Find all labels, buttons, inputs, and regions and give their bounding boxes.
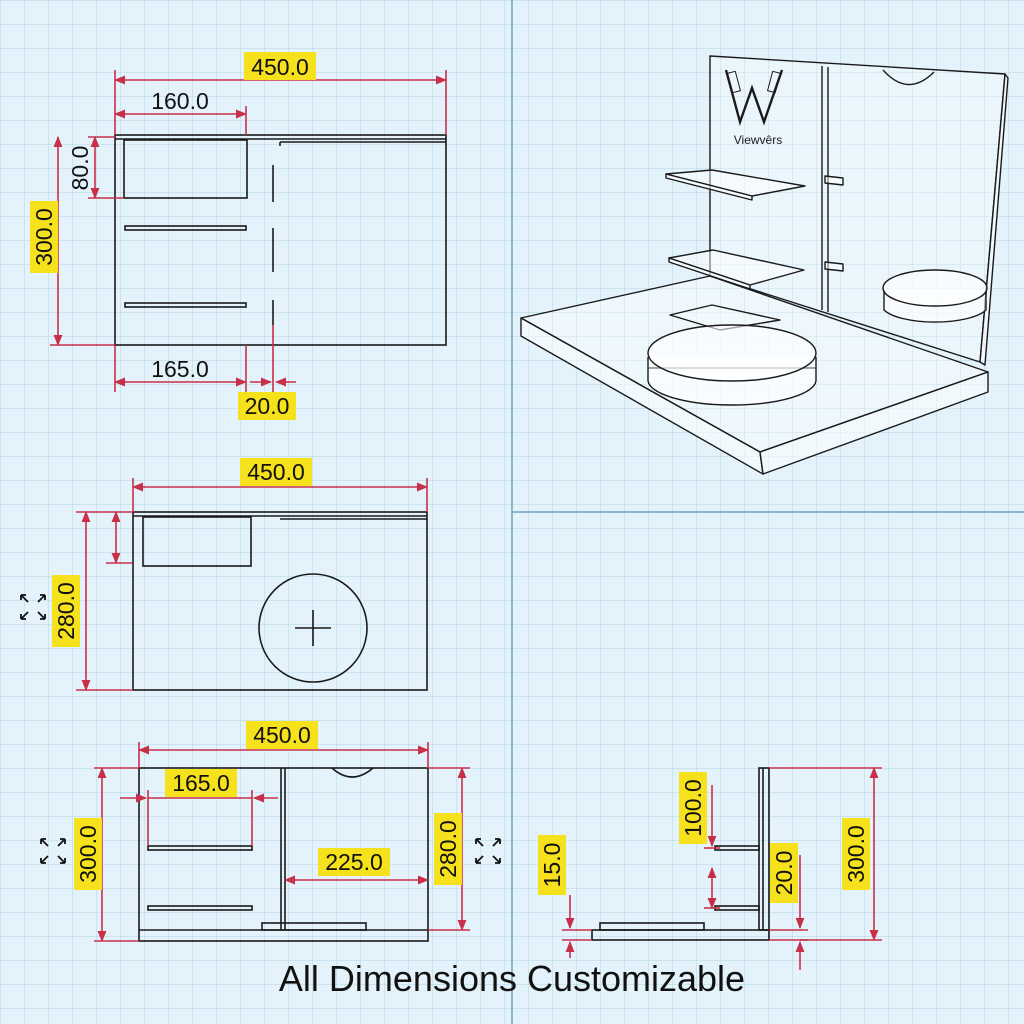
- dim-label-back-shelf-width: 165.0: [172, 770, 230, 796]
- dim-label-top-width: 450.0: [247, 459, 305, 485]
- dim-label-back-height: 300.0: [75, 825, 101, 883]
- expand-arrows-icon: [475, 838, 501, 864]
- brand-logo: Viewvêrs: [724, 69, 784, 147]
- brand-logo-text: Viewvêrs: [734, 133, 782, 147]
- back-view: [138, 767, 429, 942]
- dim-label-front-gap: 20.0: [245, 393, 290, 419]
- expand-arrows-icon: [40, 838, 66, 864]
- front-dimension-labels: 450.0 160.0 165.0 20.0 80.0 300.0: [30, 52, 316, 420]
- top-view: [132, 511, 428, 691]
- dim-label-front-compartment-width: 160.0: [151, 88, 209, 114]
- dim-label-top-depth: 280.0: [53, 582, 79, 640]
- back-dimension-labels: 450.0 165.0 225.0 300.0 280.0: [74, 721, 462, 890]
- side-dimension-lines: [562, 766, 882, 970]
- side-dimension-labels: 100.0 15.0 20.0 300.0: [538, 772, 870, 903]
- top-dimension-labels: 450.0 280.0: [52, 458, 312, 647]
- isometric-view: [520, 55, 1009, 475]
- dim-label-front-compartment-height: 80.0: [67, 146, 93, 191]
- dim-label-front-width: 450.0: [251, 54, 309, 80]
- dim-label-side-upper-shelf: 100.0: [680, 779, 706, 837]
- expand-arrows-icon: [20, 594, 46, 620]
- caption: All Dimensions Customizable: [278, 958, 746, 999]
- dim-label-back-width: 450.0: [253, 722, 311, 748]
- dim-label-side-shelf-spacing: 20.0: [771, 851, 797, 896]
- dim-label-side-base-thickness: 15.0: [539, 843, 565, 888]
- dim-label-side-height: 300.0: [843, 825, 869, 883]
- dim-label-front-bottom-width: 165.0: [151, 356, 209, 382]
- dim-label-back-right-width: 225.0: [325, 849, 383, 875]
- side-view: [591, 767, 770, 941]
- top-dimension-lines: [76, 478, 429, 692]
- dim-label-back-right-height: 280.0: [435, 820, 461, 878]
- dim-label-front-height: 300.0: [31, 208, 57, 266]
- front-view: [114, 134, 447, 346]
